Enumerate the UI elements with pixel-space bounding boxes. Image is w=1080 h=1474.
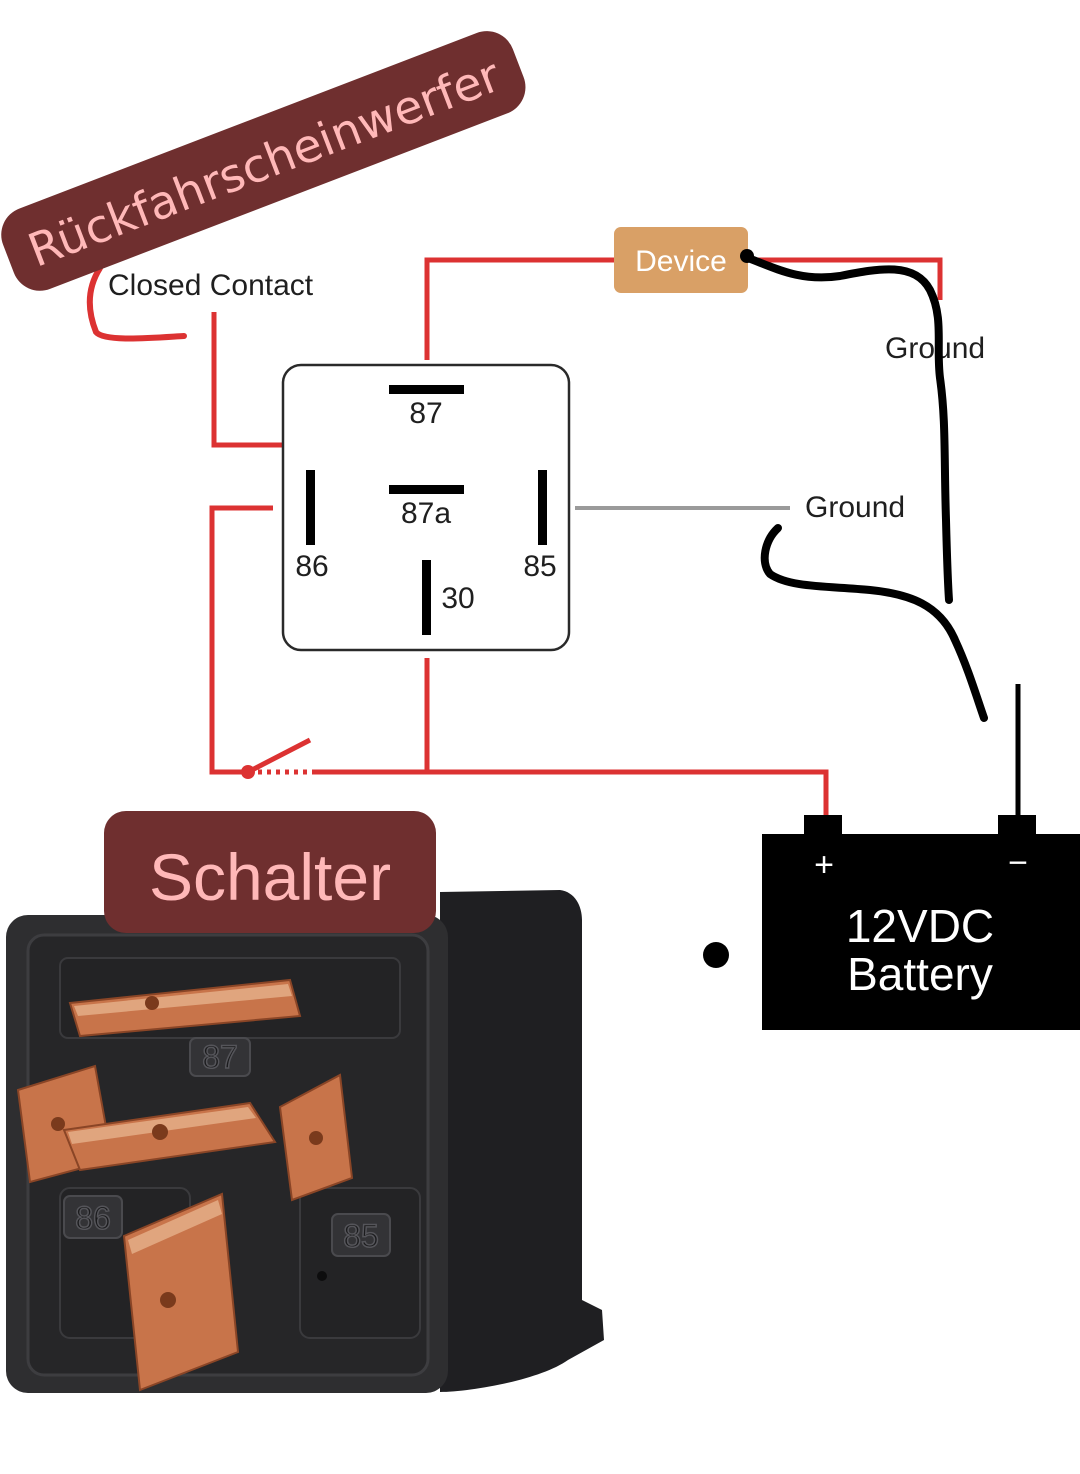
switch-annotation: Schalter (104, 811, 436, 933)
battery-body (762, 834, 1080, 1030)
closed-contact-label: Closed Contact (108, 269, 314, 302)
photo-pin-87: 87 (202, 1039, 238, 1075)
molded-pin-numbers: 87 86 85 (63, 1037, 391, 1257)
stray-dot (703, 942, 729, 968)
battery-label-voltage: 12VDC (846, 900, 994, 952)
ground-junction-dot (740, 249, 754, 263)
battery-plus-terminal (804, 815, 842, 837)
pin-85-bar (538, 470, 547, 545)
battery: + − 12VDC Battery (762, 815, 1080, 1030)
battery-minus-sign: − (1008, 844, 1028, 882)
ground-label-mid: Ground (805, 491, 905, 524)
switch-symbol (241, 737, 316, 779)
wire-87-to-device (424, 257, 615, 360)
pin-86-bar (306, 470, 315, 545)
pin-87-label: 87 (409, 397, 442, 430)
pin-85-label: 85 (523, 550, 556, 583)
hand-drawn-ground-wires (744, 254, 988, 722)
hand-drawn-red-stub (86, 265, 187, 342)
reverse-light-label: Rückfahrscheinwerfer (21, 48, 508, 278)
wire-bus-to-battery (316, 769, 829, 818)
device-box: Device (614, 227, 748, 293)
pin-30-label: 30 (441, 582, 474, 615)
relay-photo: 87 86 85 (6, 890, 604, 1393)
device-label: Device (635, 245, 727, 278)
battery-minus-terminal (998, 815, 1036, 837)
relay-body-side (440, 890, 604, 1392)
relay-schematic: 87 87a 86 85 30 (281, 363, 571, 652)
wire-device-right (748, 257, 943, 300)
pin-86-label: 86 (295, 550, 328, 583)
battery-plus-sign: + (814, 846, 834, 884)
pin-30-bar (422, 560, 431, 635)
photo-pin-85: 85 (343, 1218, 379, 1254)
pin-87a-label: 87a (401, 497, 451, 530)
hand-drawn-85-ground (760, 524, 988, 722)
switch-label: Schalter (149, 840, 391, 914)
pin-87a-bar (389, 485, 464, 494)
pin-87-bar (389, 385, 464, 394)
photo-pin-86: 86 (75, 1200, 111, 1236)
wire-86-to-switch (209, 505, 273, 775)
relay-box (281, 363, 571, 652)
battery-label-name: Battery (847, 948, 993, 1000)
hand-drawn-device-ground (744, 254, 953, 604)
